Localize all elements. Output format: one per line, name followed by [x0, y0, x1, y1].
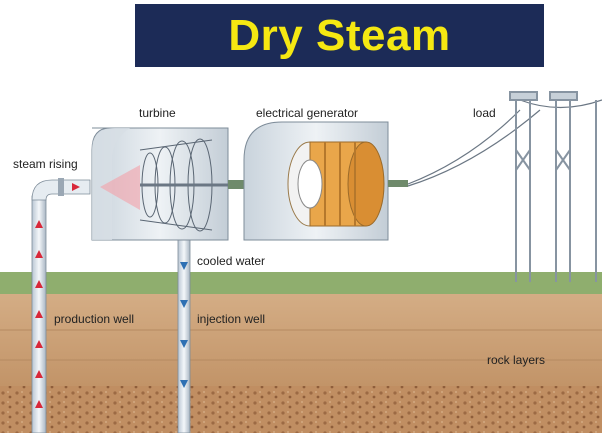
label-steam-rising: steam rising [13, 157, 78, 171]
steam-arrows [35, 183, 80, 408]
rock-layer [0, 386, 602, 433]
electrical-generator [243, 121, 408, 241]
label-generator: electrical generator [256, 106, 358, 120]
page-title: Dry Steam [228, 10, 451, 60]
label-injection-well: injection well [197, 312, 265, 326]
production-well [31, 178, 91, 433]
label-cooled-water: cooled water [197, 254, 265, 268]
title-banner: Dry Steam [135, 4, 544, 67]
label-production-well: production well [54, 312, 134, 326]
power-lines [407, 99, 602, 187]
water-arrows [180, 262, 188, 388]
pylon-right [549, 91, 597, 282]
turbine [91, 127, 229, 241]
steam-spray [100, 165, 140, 210]
pylon-left [509, 91, 538, 282]
generator-core [287, 141, 385, 227]
ground-surface [0, 272, 602, 294]
soil-layer [0, 294, 602, 386]
drive-shaft [228, 180, 254, 189]
label-load: load [473, 106, 496, 120]
label-turbine: turbine [139, 106, 176, 120]
label-rock-layers: rock layers [487, 353, 545, 367]
